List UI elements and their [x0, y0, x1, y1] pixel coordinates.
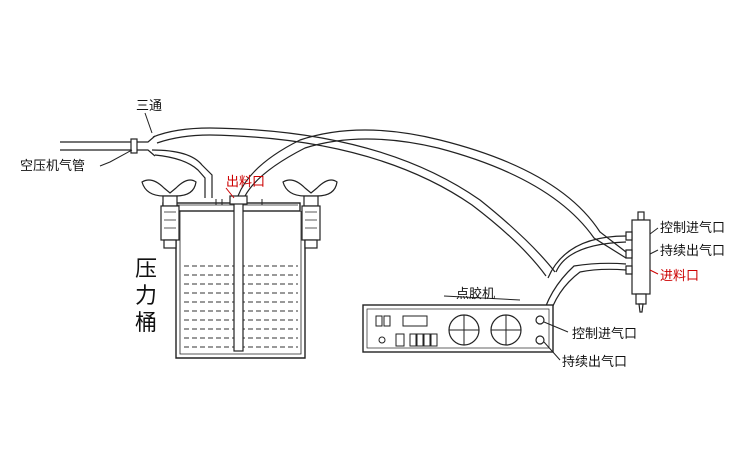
- leader-lines: [99, 112, 659, 361]
- label-valve-control-in: 控制进气口: [660, 220, 725, 236]
- label-machine-continuous-out: 持续出气口: [562, 354, 627, 370]
- label-air-pipe: 空压机气管: [20, 158, 85, 174]
- right-clamp-icon: [282, 179, 338, 249]
- keypad: [409, 333, 438, 347]
- dispenser-machine: [362, 304, 554, 353]
- pressure-tank: [162, 195, 306, 359]
- dial-left-icon: [448, 314, 480, 346]
- label-tank-1: 压: [135, 257, 157, 282]
- port-control-in: [535, 315, 545, 325]
- label-outlet: 出料口: [226, 175, 265, 190]
- label-valve-material-in: 进料口: [660, 269, 699, 284]
- air-pipe: [60, 127, 556, 277]
- label-valve-continuous-out: 持续出气口: [660, 243, 725, 259]
- label-tank-3: 桶: [135, 311, 157, 336]
- dial-right-icon: [490, 314, 522, 346]
- label-dispenser: 点胶机: [456, 286, 495, 302]
- label-machine-control-in: 控制进气口: [572, 326, 637, 342]
- left-clamp-icon: [141, 179, 197, 249]
- port-continuous-out: [535, 335, 545, 345]
- dispensing-valve: [625, 211, 651, 313]
- label-tee: 三通: [136, 99, 162, 114]
- label-tank-2: 力: [135, 284, 157, 309]
